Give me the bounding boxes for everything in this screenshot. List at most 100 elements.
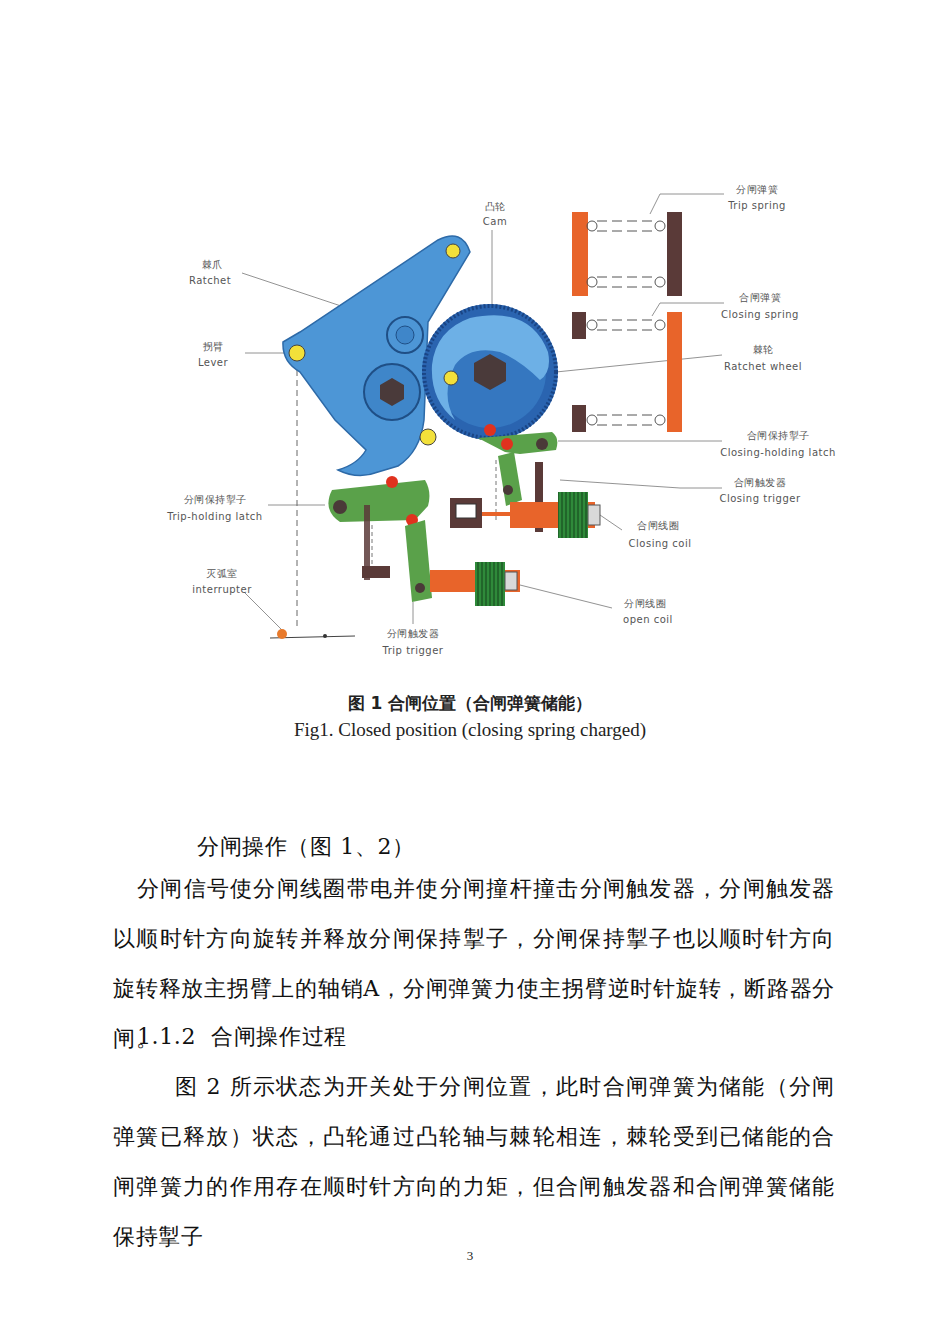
- callout-label: 分闸弹簧: [736, 184, 778, 196]
- callout-label: interrupter: [192, 584, 252, 596]
- body-paragraph: 图 2 所示状态为开关处于分闸位置，此时合闸弹簧为储能（分闸弹簧已释放）状态，凸…: [113, 1062, 835, 1262]
- lever-part: [387, 317, 423, 353]
- lever-part: [380, 378, 404, 406]
- callout-label: 合闸触发器: [734, 477, 787, 489]
- closing-latch-part: [496, 460, 497, 520]
- ratchet-wheel-cam: [422, 304, 558, 440]
- trip-spring-part-part: [587, 221, 597, 231]
- trip-spring-part-part: [597, 231, 655, 232]
- trip-spring: [572, 212, 682, 296]
- trip-spring-part-part: [597, 221, 655, 222]
- closing-spring: [572, 312, 682, 432]
- closing-latch-part: [498, 452, 522, 506]
- trip-latch-part: [333, 500, 347, 514]
- closing-spring-part: [667, 312, 682, 432]
- callout-label: Lever: [198, 357, 228, 369]
- closing-latch-part: [503, 485, 513, 495]
- trip-spring-part-part: [597, 277, 655, 278]
- callout-label: 分闸触发器: [387, 628, 440, 640]
- trip-spring-part-part: [597, 287, 655, 288]
- callout-label: 灭弧室: [206, 568, 238, 580]
- trip-latch: [328, 476, 520, 606]
- closing-latch-part: [501, 438, 513, 450]
- closing-spring-part-part: [655, 415, 665, 425]
- callout-label: 合闸线圈: [637, 520, 679, 532]
- callout-label: Cam: [483, 216, 507, 228]
- lever-part: [396, 326, 414, 344]
- trip-latch-part: [415, 583, 425, 593]
- callout-label: 棘轮: [753, 344, 774, 356]
- closing-spring-part-part: [587, 320, 597, 330]
- closing-spring-part: [572, 312, 586, 339]
- leader-lines-part: [520, 585, 612, 608]
- callout-label: 棘爪: [202, 259, 223, 271]
- closing-spring-part-part: [597, 330, 655, 331]
- trip-spring-part: [587, 221, 665, 287]
- leader-lines: [242, 194, 724, 630]
- leader-lines-part: [600, 515, 622, 530]
- pins-part: [420, 429, 436, 445]
- callout-label: Ratchet: [189, 275, 231, 287]
- closing-spring-part-part: [655, 320, 665, 330]
- closing-latch-part: [456, 504, 476, 518]
- leader-lines-part: [492, 230, 493, 305]
- trip-spring-part: [667, 212, 682, 296]
- leader-lines-part: [650, 194, 724, 214]
- leader-lines-part: [560, 480, 722, 488]
- closing-spring-part-part: [597, 415, 655, 416]
- callout-label: 合闸弹簧: [739, 292, 781, 304]
- closing-latch-part: [558, 492, 588, 538]
- closing-spring-part-part: [587, 415, 597, 425]
- callout-label: Ratchet wheel: [724, 361, 802, 373]
- callout-label: Closing spring: [721, 309, 799, 321]
- callout-label: 拐臂: [203, 341, 224, 353]
- pins: [289, 244, 460, 445]
- ratchet-wheel-cam-part: [422, 304, 558, 440]
- callout-label: Trip spring: [728, 200, 786, 212]
- interrupter-part: [277, 629, 287, 639]
- leader-lines-part: [244, 592, 282, 630]
- callout-label: open coil: [623, 614, 673, 626]
- section-heading: 1.1.2 合闸操作过程: [137, 1012, 347, 1062]
- trip-latch-part: [362, 566, 390, 578]
- pins-part: [289, 345, 305, 361]
- closing-spring-part: [572, 405, 586, 432]
- closing-latch-part: [482, 512, 512, 516]
- callout-label: Closing trigger: [719, 493, 800, 505]
- closing-latch-part: [484, 424, 496, 436]
- trip-spring-part-part: [655, 221, 665, 231]
- trip-latch-part: [505, 572, 517, 590]
- pins-part: [446, 244, 460, 258]
- closing-spring-part-part: [597, 320, 655, 321]
- trip-spring-part-part: [587, 277, 597, 287]
- callout-label: 合闸保持掣子: [747, 430, 810, 442]
- lever-part: [364, 364, 420, 420]
- section-heading: 分闸操作（图 1、2）: [197, 822, 415, 872]
- callout-label: 分闸线圈: [624, 598, 666, 610]
- leader-lines-part: [652, 303, 724, 316]
- figure-caption-english: Fig1. Closed position (closing spring ch…: [294, 719, 646, 741]
- leader-lines-part: [245, 353, 286, 354]
- callout-label: Closing-holding latch: [720, 447, 836, 459]
- leader-lines-part: [558, 441, 722, 442]
- leader-lines-part: [413, 602, 414, 624]
- figure-caption: 图 1 合闸位置（合闸弹簧储能）: [348, 692, 593, 715]
- closing-latch-part: [536, 438, 548, 450]
- leader-lines-part: [556, 355, 722, 372]
- trip-latch-part: [405, 520, 432, 602]
- callout-label: Trip trigger: [383, 645, 444, 657]
- callout-label: Closing coil: [629, 538, 692, 550]
- closing-spring-part-part: [597, 425, 655, 426]
- closing-latch-part: [588, 505, 600, 525]
- callout-label: 分闸保持掣子: [184, 494, 247, 506]
- trip-spring-part-part: [655, 277, 665, 287]
- callout-label: Trip-holding latch: [167, 511, 262, 523]
- trip-latch-part: [386, 476, 398, 488]
- interrupter-part: [323, 634, 327, 638]
- ratchet-wheel-cam-part: [474, 354, 506, 390]
- ratchet-wheel-cam-part: [424, 306, 556, 438]
- ratchet-wheel-cam-part: [432, 315, 549, 420]
- page-number: 3: [467, 1248, 474, 1264]
